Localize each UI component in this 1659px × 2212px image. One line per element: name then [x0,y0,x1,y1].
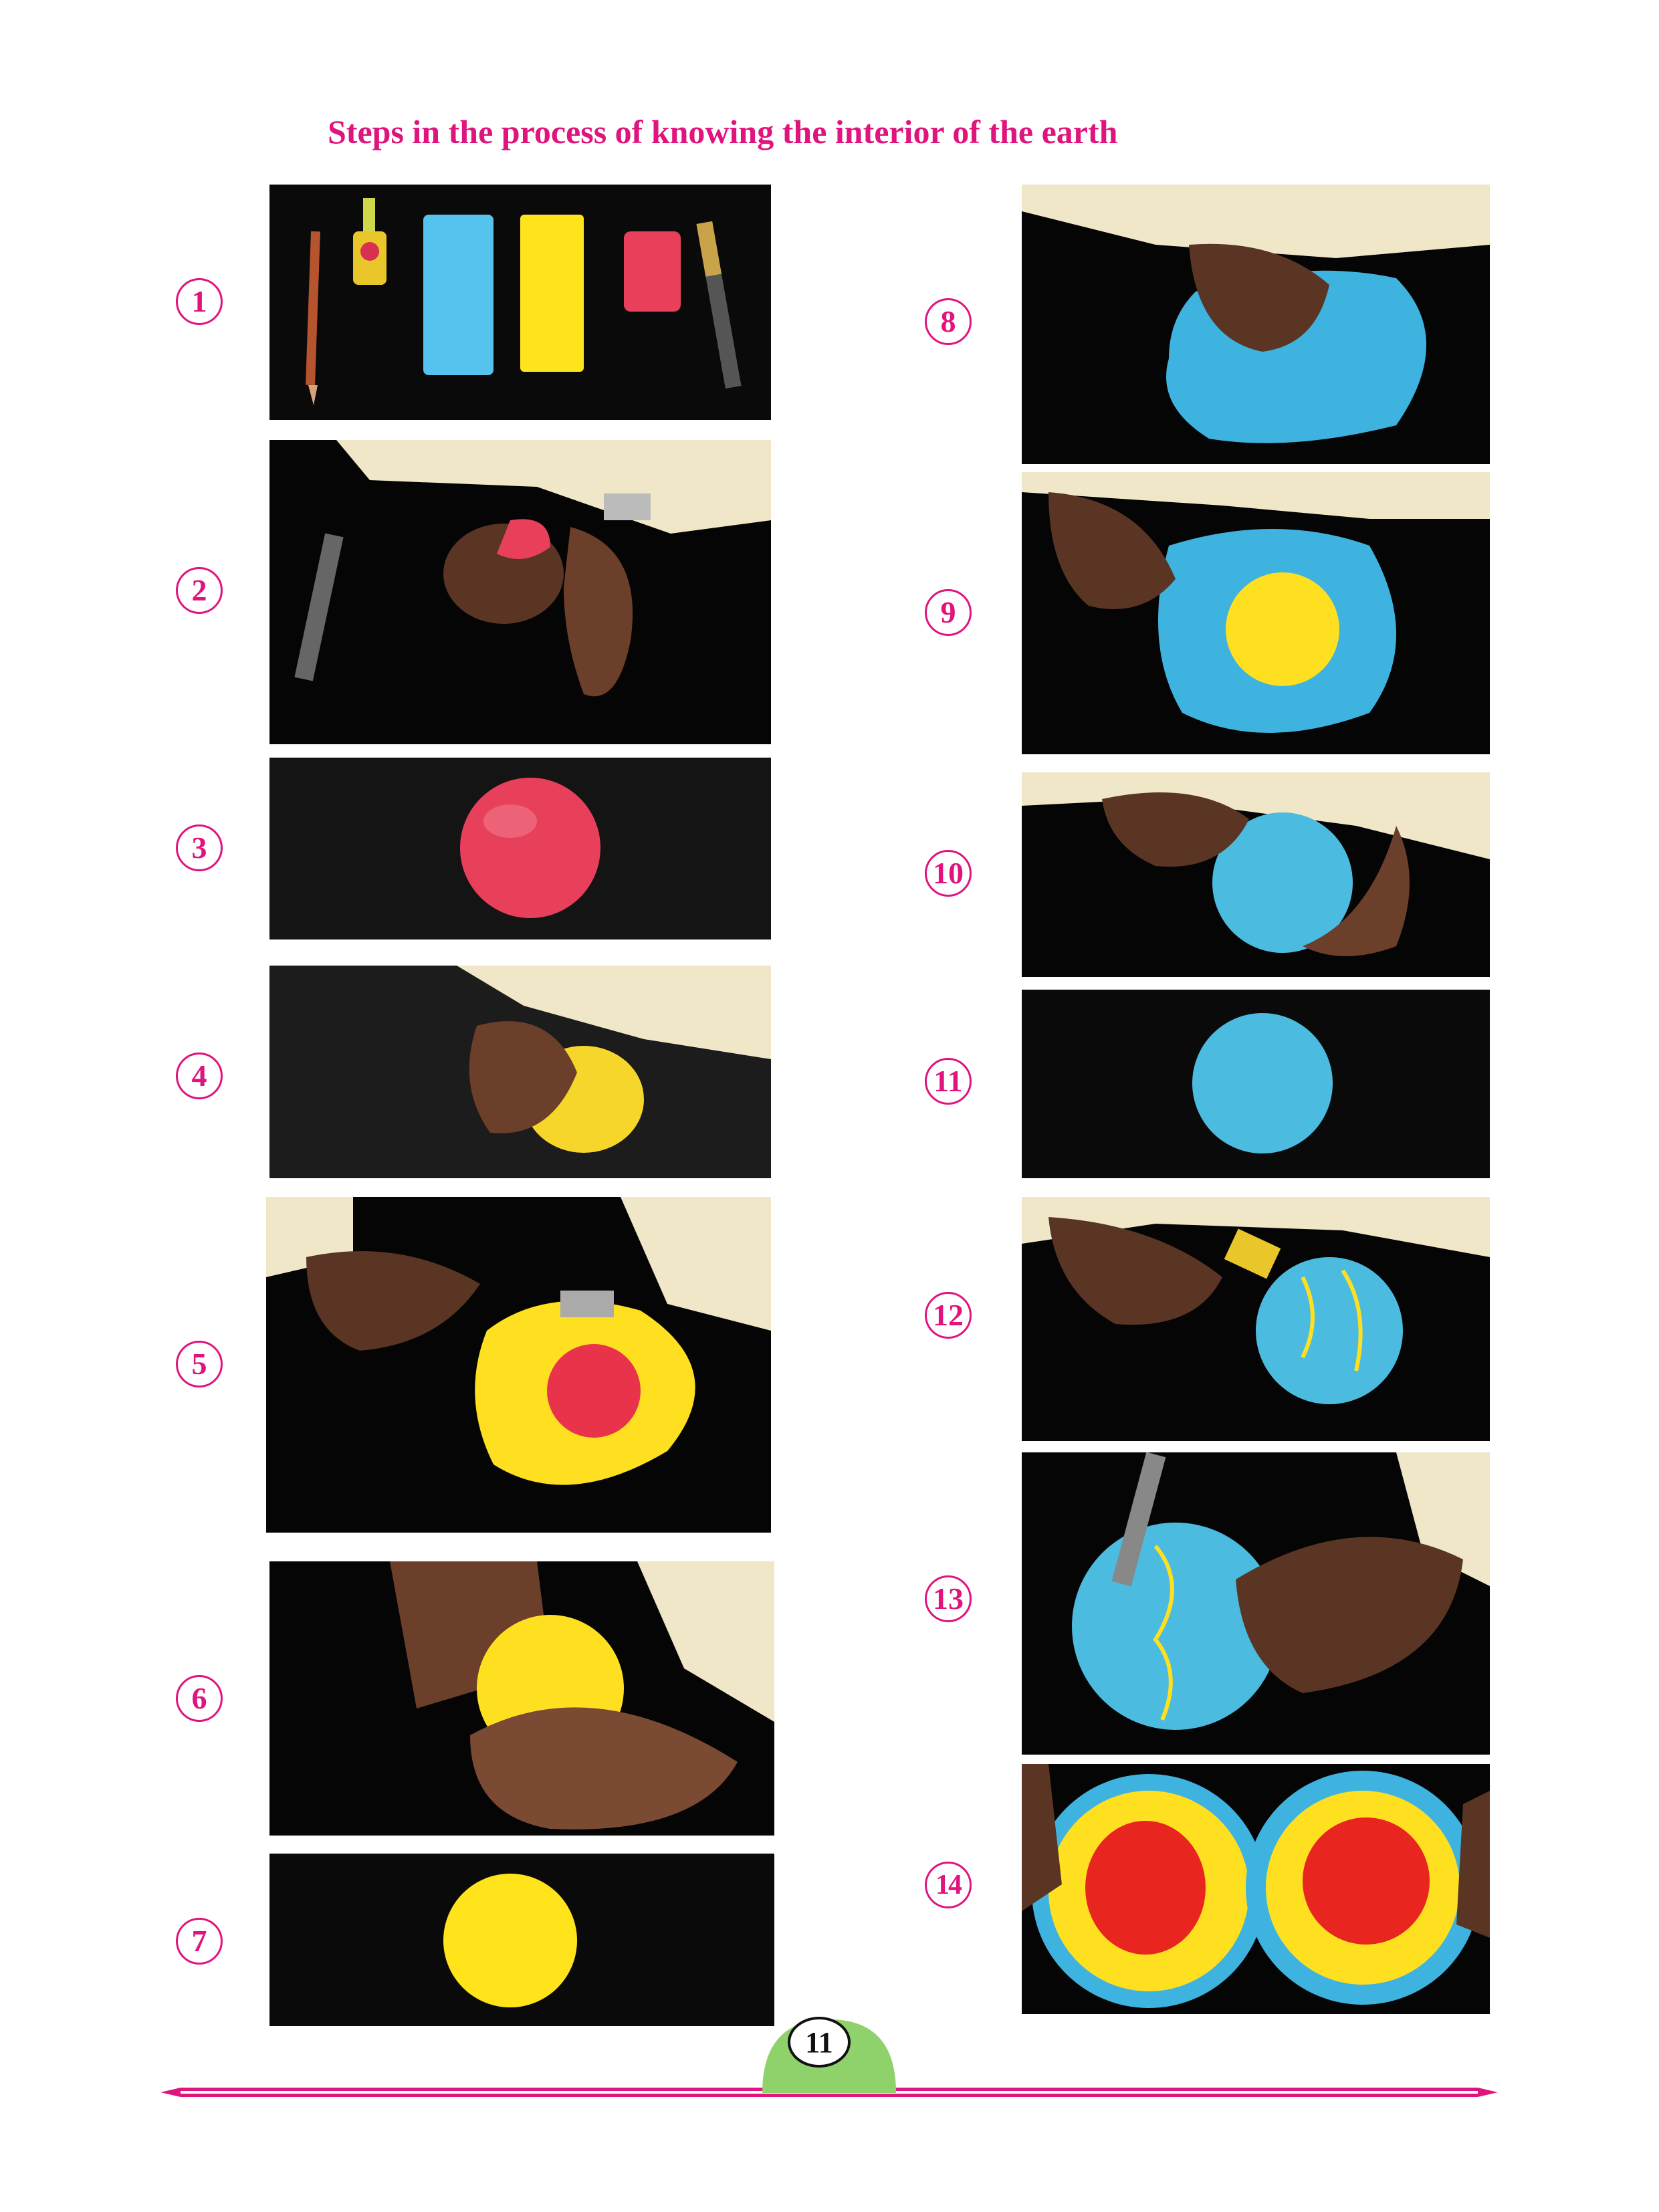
step-4-photo [269,966,771,1178]
step-number-9: 9 [925,589,972,636]
step-number-12: 12 [925,1292,972,1339]
step-1-photo [269,185,771,420]
step-number-11: 11 [925,1058,972,1105]
step-number-8: 8 [925,298,972,345]
step-2-photo [269,440,771,744]
step-10-photo [1022,772,1490,977]
page-title: Steps in the process of knowing the inte… [328,113,1118,150]
page-number: 11 [788,2017,851,2068]
step-13-photo [1022,1452,1490,1755]
step-number-1: 1 [176,278,223,325]
step-number-7: 7 [176,1918,223,1965]
step-number-5: 5 [176,1341,223,1388]
step-number-6: 6 [176,1675,223,1722]
step-8-photo [1022,185,1490,464]
step-6-photo [269,1561,774,1836]
step-12-photo [1022,1197,1490,1441]
step-14-photo [1022,1764,1490,2014]
step-7-photo [269,1854,774,2026]
step-number-14: 14 [925,1862,972,1908]
step-3-photo [269,758,771,939]
step-5-photo [266,1197,771,1533]
step-number-3: 3 [176,824,223,871]
step-9-photo [1022,472,1490,754]
step-number-2: 2 [176,567,223,614]
step-number-4: 4 [176,1053,223,1099]
step-number-13: 13 [925,1575,972,1622]
step-11-photo [1022,990,1490,1178]
step-number-10: 10 [925,850,972,897]
